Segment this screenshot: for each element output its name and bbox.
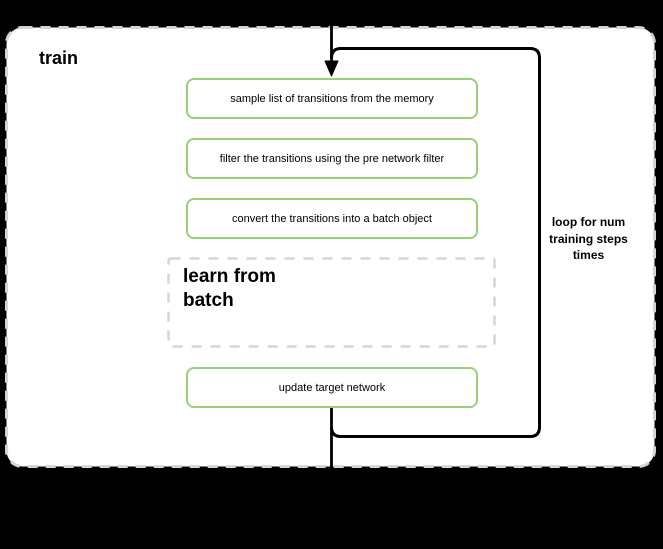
step-label: convert the transitions into a batch obj… — [232, 212, 432, 225]
step-update-target-network: update target network — [186, 367, 478, 408]
loop-annotation: loop for num training steps times — [541, 214, 636, 264]
loop-annotation-line: training steps — [549, 231, 628, 246]
train-label: train — [39, 48, 79, 68]
step-label: filter the transitions using the pre net… — [219, 152, 445, 165]
loop-annotation-line: times — [572, 248, 605, 262]
arrow-down-icon — [324, 60, 339, 77]
subprocess-label: learn from batch — [183, 265, 276, 313]
step-label: update target network — [278, 381, 386, 394]
subprocess-label-line: batch — [183, 290, 234, 311]
step-sample-transitions: sample list of transitions from the memo… — [186, 78, 478, 119]
step-filter-transitions: filter the transitions using the pre net… — [186, 138, 478, 179]
step-convert-to-batch: convert the transitions into a batch obj… — [186, 198, 478, 239]
step-label: sample list of transitions from the memo… — [230, 92, 434, 105]
subprocess-label-line: learn from — [183, 266, 276, 287]
loop-annotation-line: loop for num — [551, 215, 626, 229]
